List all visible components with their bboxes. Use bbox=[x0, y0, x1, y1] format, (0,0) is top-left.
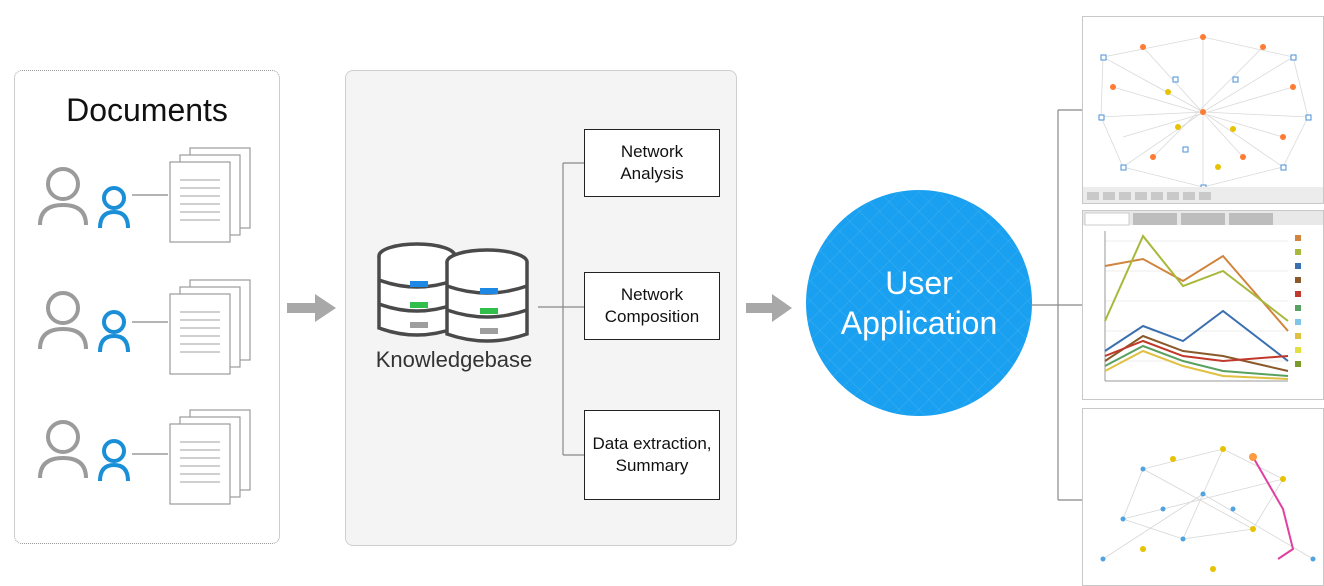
documents-title: Documents bbox=[66, 92, 228, 128]
users-icon bbox=[38, 291, 130, 353]
arrow-icon bbox=[287, 294, 336, 322]
kb-connector bbox=[538, 162, 584, 456]
users-icon bbox=[38, 167, 130, 229]
documents-panel bbox=[14, 70, 280, 544]
network-graph-screenshot bbox=[1082, 16, 1324, 204]
network-map-image bbox=[1100, 446, 1316, 572]
network-analysis-box: Network Analysis bbox=[584, 129, 720, 197]
line-chart-image bbox=[1083, 211, 1323, 382]
doc-row-3 bbox=[38, 409, 251, 505]
users-icon bbox=[38, 420, 130, 482]
document-stack-icon bbox=[169, 279, 251, 375]
document-stack-icon bbox=[169, 147, 251, 243]
user-application-circle: User Application bbox=[806, 190, 1032, 416]
network-composition-box: Network Composition bbox=[584, 272, 720, 340]
app-connector bbox=[1032, 109, 1082, 501]
knowledgebase-label: Knowledgebase bbox=[375, 347, 533, 372]
doc-row-1 bbox=[38, 147, 251, 243]
document-stack-icon bbox=[169, 409, 251, 505]
arrow-icon bbox=[746, 294, 792, 322]
network-graph-image bbox=[1083, 34, 1323, 203]
user-application-line1: User bbox=[885, 265, 953, 301]
database-icon bbox=[377, 242, 529, 343]
data-extraction-box: Data extraction, Summary bbox=[584, 410, 720, 500]
line-chart-screenshot bbox=[1082, 210, 1324, 400]
doc-row-2 bbox=[38, 279, 251, 375]
user-application-line2: Application bbox=[840, 305, 998, 341]
